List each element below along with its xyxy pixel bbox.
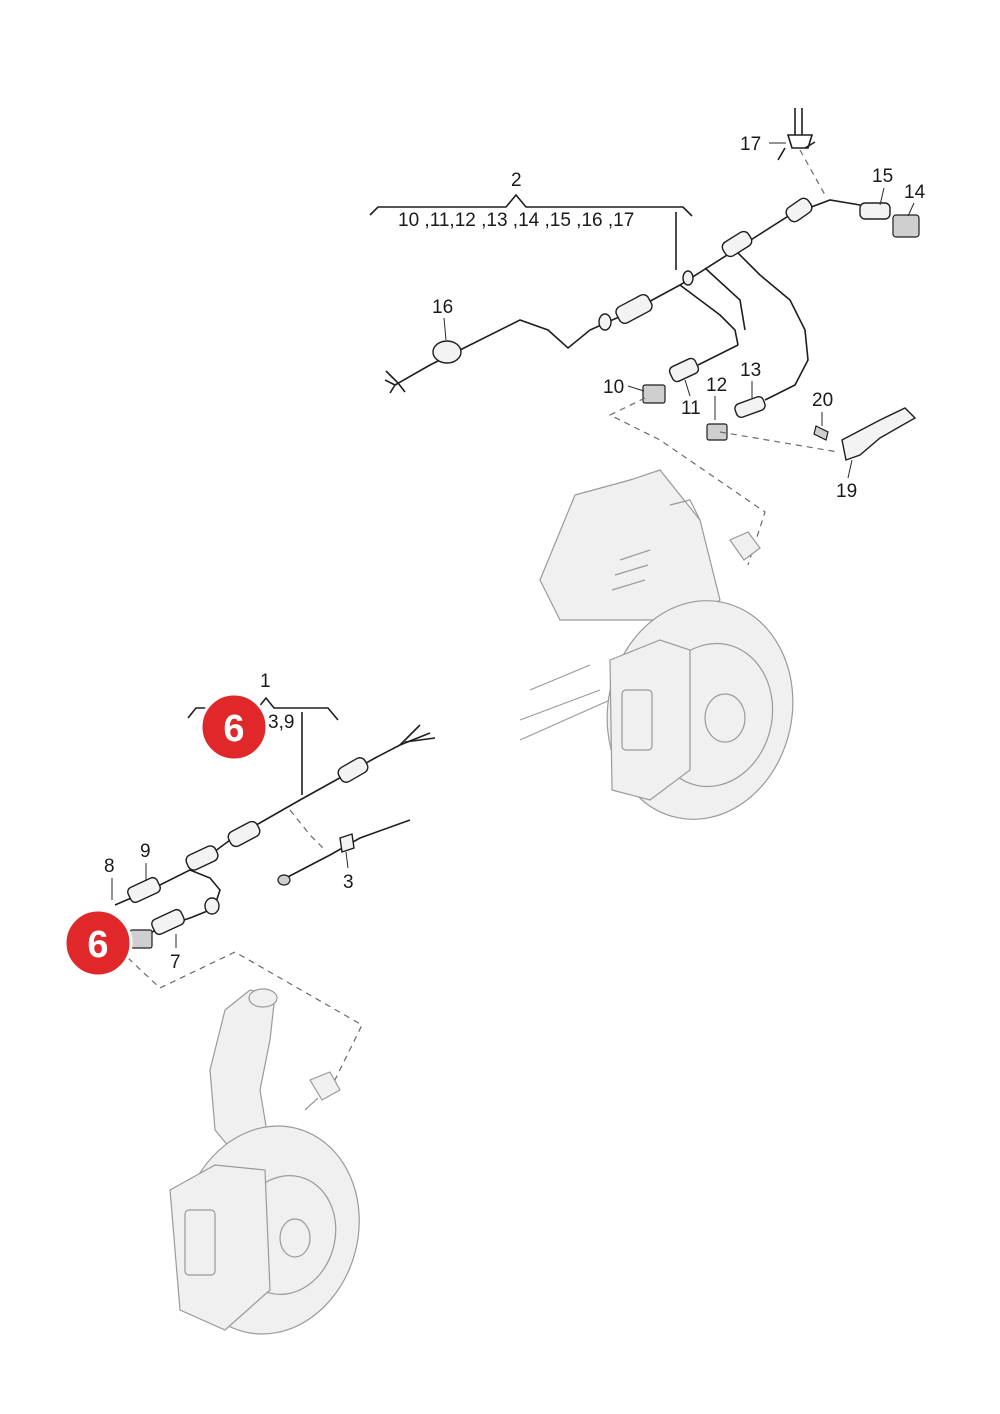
callout-12: 12 bbox=[706, 375, 727, 396]
badge-top: 6 bbox=[199, 692, 269, 762]
group-items-lower: 3,9 bbox=[268, 712, 294, 733]
lower-dashed-leaders bbox=[127, 809, 363, 1091]
group-number-lower: 1 bbox=[260, 671, 271, 692]
callout-8: 8 bbox=[104, 856, 115, 877]
callout-19: 19 bbox=[836, 481, 857, 502]
group-items-upper: 10 ,11,12 ,13 ,14 ,15 ,16 ,17 bbox=[398, 210, 634, 231]
rear-wheel-assembly bbox=[519, 469, 794, 820]
lower-wiring-harness bbox=[114, 724, 436, 949]
callout-16: 16 bbox=[432, 297, 453, 318]
badge-bottom: 6 bbox=[63, 908, 133, 978]
callout-15: 15 bbox=[872, 166, 893, 187]
group-number-upper: 2 bbox=[511, 170, 522, 191]
callout-11: 11 bbox=[681, 398, 701, 419]
callout-9: 9 bbox=[140, 841, 151, 862]
callout-3: 3 bbox=[343, 872, 354, 893]
callout-10: 10 bbox=[603, 377, 624, 398]
front-wheel-assembly bbox=[169, 988, 360, 1335]
upper-dashed-leaders bbox=[608, 149, 839, 566]
lower-bracket bbox=[187, 696, 339, 795]
upper-bracket bbox=[369, 193, 693, 270]
badge-top-text: 6 bbox=[223, 708, 244, 750]
callout-20: 20 bbox=[812, 390, 833, 411]
callout-14: 14 bbox=[904, 182, 926, 203]
callout-13: 13 bbox=[740, 360, 761, 381]
lower-callouts: 8 9 7 3 bbox=[104, 841, 354, 973]
badge-bottom-text: 6 bbox=[87, 924, 108, 966]
callout-7: 7 bbox=[170, 952, 181, 973]
callout-17: 17 bbox=[740, 134, 761, 155]
upper-wiring-harness bbox=[384, 108, 920, 461]
upper-callouts: 17 15 14 16 10 11 12 13 20 19 bbox=[432, 134, 926, 502]
